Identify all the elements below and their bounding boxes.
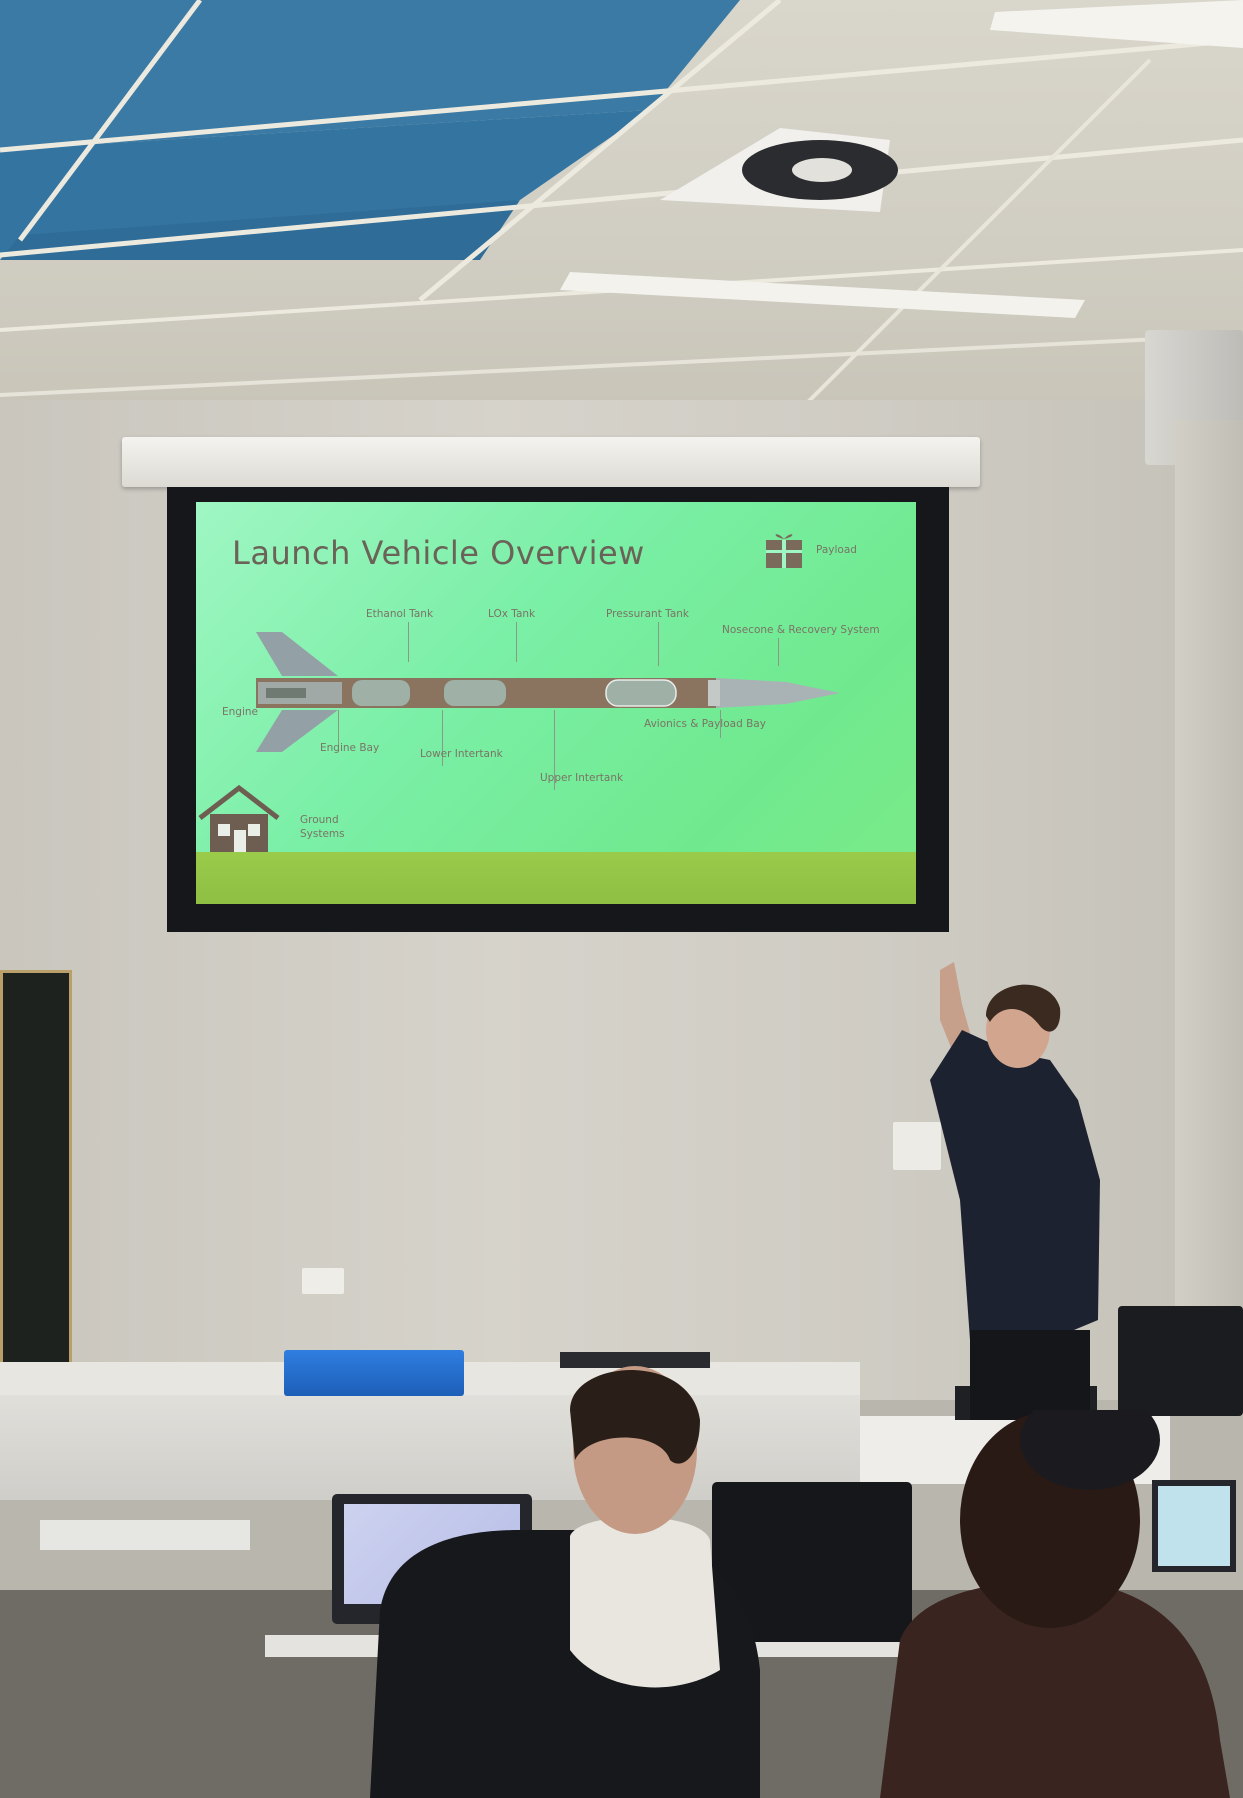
student — [370, 1366, 760, 1798]
student-desk — [40, 1520, 250, 1550]
student — [880, 1410, 1230, 1798]
wall-pillar — [1175, 420, 1243, 1320]
label-lox-tank: LOx Tank — [488, 608, 536, 620]
leader-line — [516, 622, 517, 662]
leader-line — [338, 710, 339, 746]
power-outlet — [302, 1268, 344, 1294]
label-nosecone: Nosecone & Recovery System — [722, 624, 880, 636]
air-vent — [660, 128, 898, 212]
ceiling — [0, 0, 1243, 420]
light-switch — [893, 1122, 941, 1170]
gift-icon — [766, 534, 802, 568]
label-ground-line2: Systems — [300, 828, 345, 840]
label-lower-intertank: Lower Intertank — [420, 748, 503, 760]
presentation-slide: Launch Vehicle Overview Payload Ethanol … — [196, 502, 916, 904]
label-pressurant-tank: Pressurant Tank — [606, 608, 689, 620]
chalkboard — [0, 970, 72, 1376]
ceiling-tiles — [0, 0, 1243, 412]
label-ground-line1: Ground — [300, 814, 339, 826]
label-avionics: Avionics & Payload Bay — [644, 718, 766, 730]
tablet-on-desk — [560, 1352, 710, 1368]
leader-line — [720, 710, 721, 738]
label-payload: Payload — [816, 544, 857, 556]
label-upper-intertank: Upper Intertank — [540, 772, 624, 784]
blue-tray — [284, 1350, 464, 1396]
student-laptop — [1152, 1480, 1236, 1572]
leader-line — [408, 622, 409, 662]
presenter — [930, 962, 1100, 1420]
leader-line — [554, 710, 555, 790]
leader-line — [442, 710, 443, 766]
slide-title: Launch Vehicle Overview — [232, 534, 645, 572]
slide-ground — [196, 852, 916, 904]
label-ethanol-tank: Ethanol Tank — [366, 608, 434, 620]
label-engine-bay: Engine Bay — [320, 742, 380, 754]
house-icon — [198, 784, 280, 852]
label-engine: Engine — [222, 706, 258, 718]
monitor — [1118, 1306, 1243, 1416]
leader-line — [778, 638, 779, 666]
projector-screen-housing — [122, 437, 980, 487]
rocket-diagram — [256, 632, 840, 752]
leader-line — [658, 622, 659, 666]
